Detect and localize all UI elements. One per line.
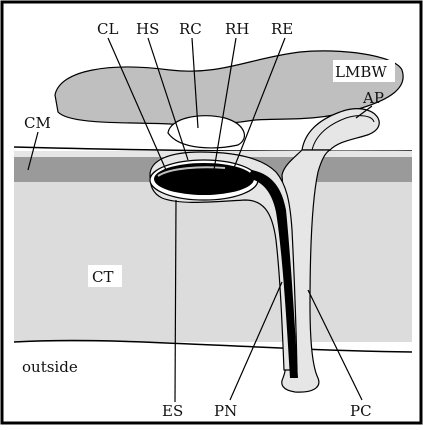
label-ct: CT	[92, 268, 113, 286]
label-lmbw: LMBW	[335, 63, 387, 81]
label-pn: PN	[214, 402, 237, 420]
connective-tissue-region	[14, 182, 412, 342]
label-hs: HS	[136, 20, 159, 38]
label-cm: CM	[24, 114, 51, 132]
label-ap: AP	[362, 89, 384, 107]
label-outside: outside	[22, 358, 78, 376]
label-pc: PC	[350, 402, 372, 420]
label-cl: CL	[97, 20, 118, 38]
label-rc: RC	[179, 20, 202, 38]
label-re: RE	[271, 20, 293, 38]
label-rh: RH	[225, 20, 249, 38]
label-es: ES	[162, 402, 183, 420]
